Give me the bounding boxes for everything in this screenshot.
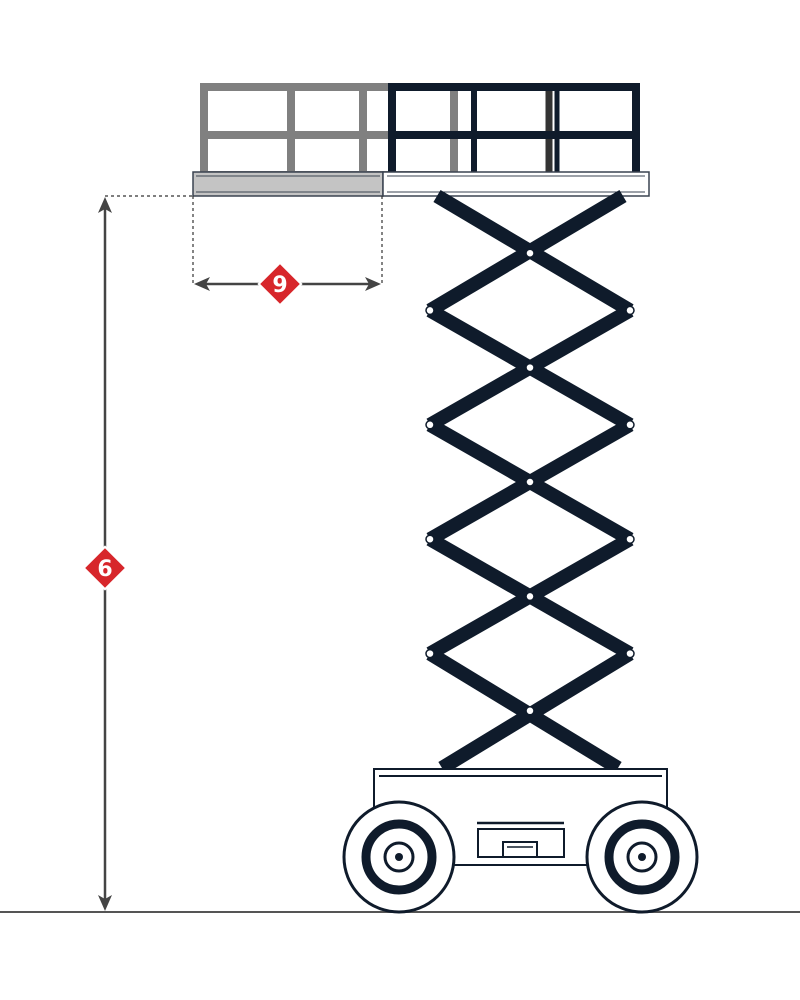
scissor-arm [438,647,634,774]
marker-9: 9 [257,261,303,307]
extension-deck [192,171,384,197]
pivot-pin [425,648,435,659]
pivot-pin [525,477,535,487]
marker-6-label: 6 [97,557,112,582]
pivot-pin [425,305,435,316]
pivot-pin [525,362,535,373]
pivot-pin [525,706,535,716]
pivot-pin [425,534,435,544]
pivot-pin [525,591,535,602]
pivot-pin [625,420,635,430]
rear-wheel [585,800,699,914]
pivot-pin [625,534,635,544]
pivot-pin [625,648,635,659]
marker-6: 6 [82,545,128,591]
main-guardrail [388,83,640,175]
main-deck [382,171,650,197]
front-wheel [342,800,456,914]
pivot-pin [625,305,635,316]
pivot-pin [425,420,435,430]
scissor-mechanism [425,189,635,774]
extension-guide-lines [105,195,383,284]
marker-9-label: 9 [272,273,287,298]
pivot-pin [525,248,535,258]
